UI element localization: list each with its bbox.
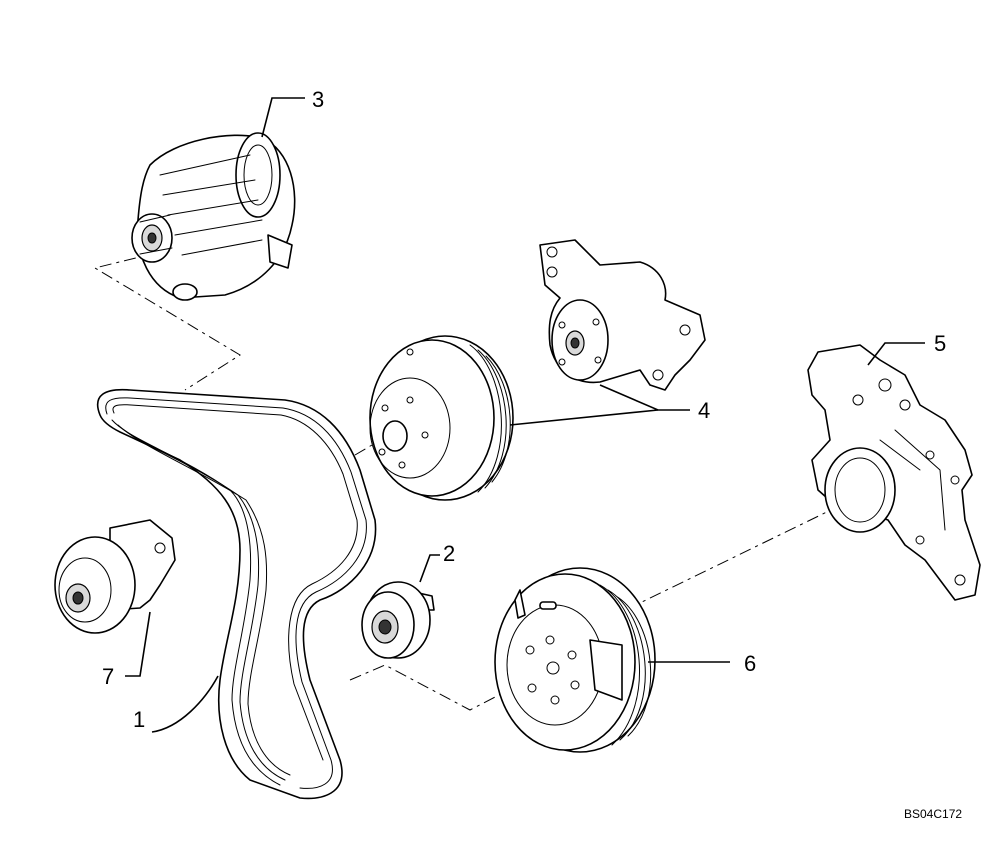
callout-3-label: 3 (312, 87, 324, 112)
poly-v-belt (96, 388, 377, 800)
idler-pulley (361, 581, 435, 659)
callout-7-label: 7 (102, 664, 114, 689)
leader-lines (125, 97, 925, 733)
water-pump-pulley (369, 335, 514, 501)
callout-4-label: 4 (698, 398, 710, 423)
drawing-code: BS04C172 (904, 807, 962, 821)
alignment-lines (93, 251, 836, 711)
callout-6-label: 6 (744, 651, 756, 676)
callout-labels: 1 2 3 4 5 6 7 (102, 87, 946, 732)
callout-2-label: 2 (443, 541, 455, 566)
crankshaft-damper (494, 567, 656, 753)
callout-5-label: 5 (934, 331, 946, 356)
front-cover (807, 344, 981, 601)
callout-1-label: 1 (133, 707, 145, 732)
alternator (131, 132, 296, 301)
tensioner (54, 519, 176, 634)
water-pump (539, 239, 706, 391)
